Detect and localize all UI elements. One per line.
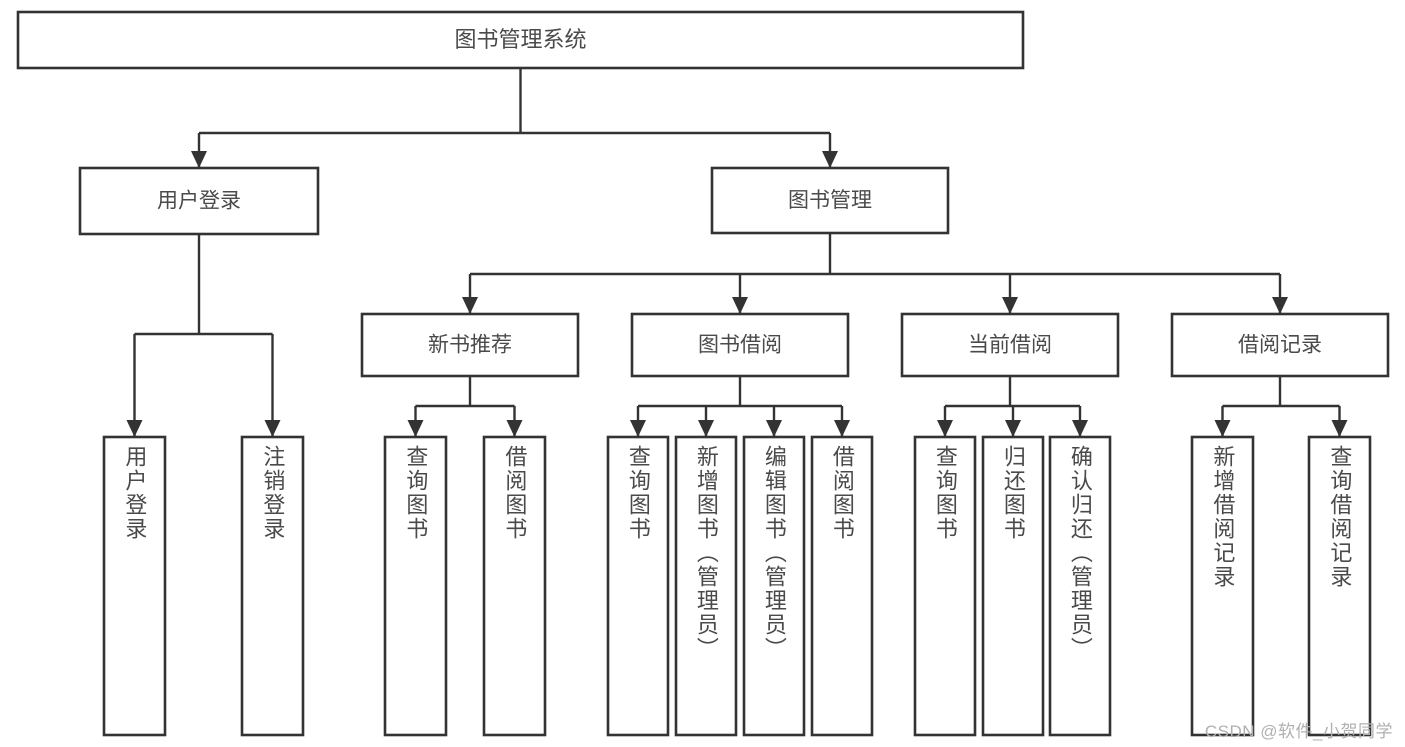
node-box xyxy=(606,435,670,737)
arrow-head-icon xyxy=(506,420,523,437)
node-book-manage[interactable] xyxy=(710,166,950,235)
node-leaf-cur-query-book[interactable] xyxy=(913,435,977,737)
node-box xyxy=(482,435,547,737)
node-box xyxy=(16,10,1025,70)
node-leaf-rec-query-book[interactable] xyxy=(383,435,448,737)
node-label-book-borrow: 图书借阅 xyxy=(698,334,782,357)
node-box xyxy=(981,435,1045,737)
node-leaf-rec-query-record[interactable] xyxy=(1307,435,1372,737)
node-box xyxy=(1307,435,1372,737)
node-box xyxy=(630,312,850,378)
node-leaf-user-login[interactable] xyxy=(102,435,167,737)
node-box xyxy=(1048,435,1112,737)
node-new-book-rec[interactable] xyxy=(360,312,580,378)
node-box xyxy=(102,435,167,737)
node-leaf-user-logout[interactable] xyxy=(240,435,305,737)
arrow-head-icon xyxy=(126,420,143,437)
node-user-login[interactable] xyxy=(78,166,320,236)
node-borrow-record[interactable] xyxy=(1170,312,1390,378)
node-box xyxy=(360,312,580,378)
node-book-borrow[interactable] xyxy=(630,312,850,378)
arrow-head-icon xyxy=(1072,420,1088,437)
node-label-new-book-rec: 新书推荐 xyxy=(428,334,512,357)
node-leaf-rec-borrow-book[interactable] xyxy=(482,435,547,737)
node-box xyxy=(710,166,950,235)
arrow-head-icon xyxy=(698,420,714,437)
node-root[interactable] xyxy=(16,10,1025,70)
node-box xyxy=(674,435,738,737)
node-box xyxy=(742,435,806,737)
arrow-head-icon xyxy=(1331,420,1348,437)
node-box xyxy=(810,435,874,737)
node-leaf-borrow-query-book[interactable] xyxy=(606,435,670,737)
node-leaf-cur-confirm-return[interactable] xyxy=(1048,435,1112,737)
node-label-borrow-record: 借阅记录 xyxy=(1238,334,1322,357)
node-box xyxy=(900,312,1120,378)
arrow-head-icon xyxy=(766,420,782,437)
node-leaf-cur-return-book[interactable] xyxy=(981,435,1045,737)
arrow-head-icon xyxy=(264,420,281,437)
arrow-head-icon xyxy=(1214,420,1231,437)
node-label-book-manage: 图书管理 xyxy=(788,189,872,212)
arrow-head-icon xyxy=(834,420,850,437)
node-current-borrow[interactable] xyxy=(900,312,1120,378)
arrow-head-icon xyxy=(1005,420,1021,437)
node-label-current-borrow: 当前借阅 xyxy=(968,334,1052,357)
node-leaf-borrow-add-book[interactable] xyxy=(674,435,738,737)
arrow-head-icon xyxy=(937,420,953,437)
node-leaf-borrow-borrow-book[interactable] xyxy=(810,435,874,737)
node-box xyxy=(78,166,320,236)
node-label-user-login: 用户登录 xyxy=(157,190,241,213)
arrow-head-icon xyxy=(630,420,646,437)
arrow-head-icon xyxy=(732,297,748,314)
node-box xyxy=(913,435,977,737)
node-label-root: 图书管理系统 xyxy=(454,27,586,52)
node-box xyxy=(1170,312,1390,378)
arrow-head-icon xyxy=(407,420,424,437)
node-leaf-rec-add-record[interactable] xyxy=(1190,435,1255,737)
edge-layer xyxy=(126,68,1348,437)
arrow-head-icon xyxy=(462,297,478,314)
node-box xyxy=(1190,435,1255,737)
watermark-text: CSDN @软件_小贺同学 xyxy=(1204,722,1393,741)
arrow-head-icon xyxy=(1272,297,1288,314)
node-box xyxy=(383,435,448,737)
arrow-head-icon xyxy=(822,151,838,168)
box-layer xyxy=(16,10,1390,737)
arrow-head-icon xyxy=(191,151,207,168)
arrow-head-icon xyxy=(1002,297,1018,314)
node-leaf-borrow-edit-book[interactable] xyxy=(742,435,806,737)
node-box xyxy=(240,435,305,737)
